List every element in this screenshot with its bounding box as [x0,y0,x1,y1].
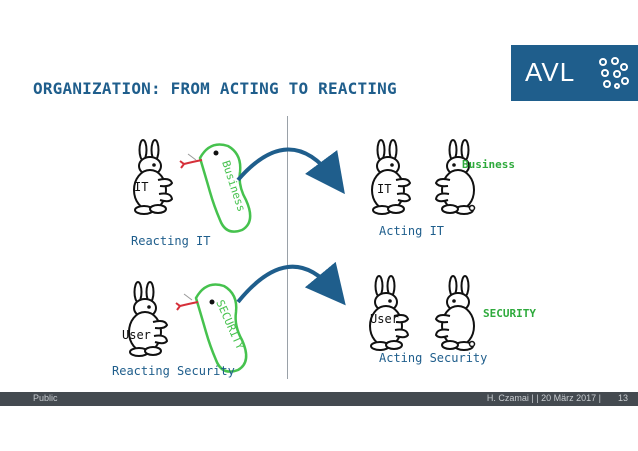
rabbit-business-partner [435,139,476,215]
caption-reacting-it: Reacting IT [131,234,211,248]
snake-security-icon: SECURITY [175,283,248,373]
rabbit-label-it-left: IT [134,180,149,194]
rabbit-label-user-right: User [370,312,399,326]
snake-business-icon: Business [179,143,252,233]
rabbit-it-acting [371,139,411,215]
rabbit-label-it-right: IT [377,182,392,196]
arrow-bottom-icon [236,261,346,306]
rabbit-security-partner [435,275,476,351]
rabbit-it-reacting [133,139,173,215]
avl-logo: AVL [511,45,638,101]
footer-meta: H. Czamai | | 20 März 2017 | 13 [487,393,628,403]
logo-mark-icon [599,57,629,89]
caption-reacting-security: Reacting Security [112,364,235,378]
rabbit-label-user-left: User [122,328,151,342]
center-divider [287,116,288,379]
footer-classification: Public [33,393,58,403]
footer-bar: Public H. Czamai | | 20 März 2017 | 13 [0,392,638,406]
slide-title: ORGANIZATION: FROM ACTING TO REACTING [33,79,397,98]
partner-label-security: SECURITY [483,307,536,320]
partner-label-business: Business [462,158,515,171]
caption-acting-security: Acting Security [379,351,488,365]
logo-text: AVL [525,57,576,87]
caption-acting-it: Acting IT [379,224,445,238]
rabbit-user-reacting [128,281,168,357]
footer-author-date: H. Czamai | | 20 März 2017 | [486,393,601,403]
arrow-top-icon [236,147,345,195]
footer-page-number: 13 [617,393,628,403]
